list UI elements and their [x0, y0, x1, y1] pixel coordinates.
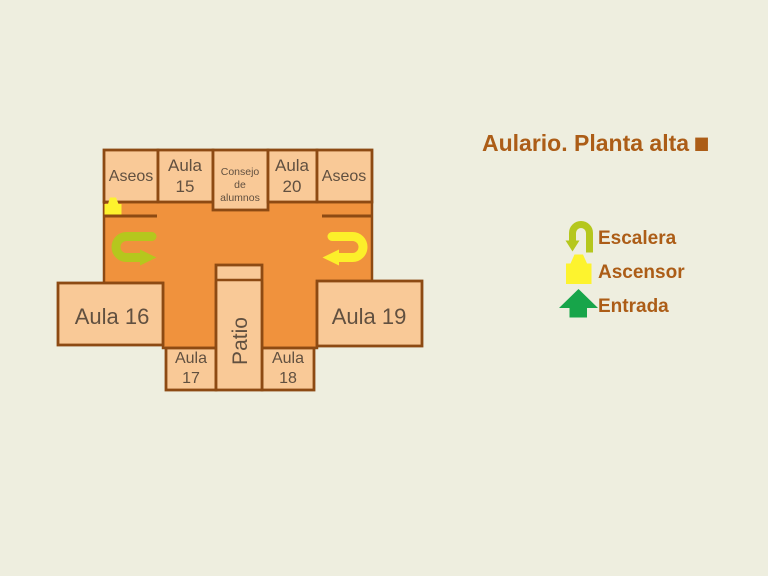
legend: Escalera Ascensor Entrada	[559, 221, 685, 318]
page-title: Aulario. Planta alta.	[482, 71, 714, 171]
room-aula-16: Aula 16	[56, 281, 165, 347]
room-aseos-right: Aseos	[315, 148, 374, 204]
room-aseos-right-label: Aseos	[322, 168, 366, 185]
room-aula-18-label2: 18	[279, 370, 297, 387]
legend-label-entrada: Entrada	[598, 296, 669, 317]
room-aula-19: Aula 19	[315, 279, 424, 348]
room-aula-18: Aula 18	[260, 346, 316, 392]
room-aseos-left-outline	[102, 148, 160, 204]
room-consejo-label3: alumnos	[220, 192, 260, 204]
room-consejo-outline	[211, 148, 270, 212]
elevator-icon	[566, 254, 592, 284]
room-aula-19-outline	[315, 279, 424, 348]
stairs-uturn-arrow-icon	[322, 232, 368, 266]
legend-item-ascensor: Ascensor	[566, 254, 685, 284]
room-aseos-left-label: Aseos	[109, 168, 153, 185]
room-aula-17-outline	[164, 346, 218, 392]
room-aula-18-label: Aula	[272, 350, 304, 367]
room-aula-19-label: Aula 19	[332, 304, 407, 329]
room-aseos-left: Aseos	[102, 148, 160, 204]
room-aula-16-outline	[56, 281, 165, 347]
room-aula-20-label: Aula	[275, 156, 310, 175]
room-aula-15: Aula 15	[156, 148, 215, 204]
room-aula-17-label2: 17	[182, 370, 200, 387]
room-aula-17-label: Aula	[175, 350, 207, 367]
room-consejo-label: Consejo	[221, 166, 260, 178]
elevator-icon	[104, 197, 122, 215]
page-title-end-period: .	[689, 71, 714, 171]
room-aula-15-label2: 15	[176, 177, 195, 196]
legend-label-ascensor: Ascensor	[598, 262, 685, 283]
stairs-left-arrowhead	[140, 249, 157, 266]
up-arrow-icon	[559, 289, 598, 318]
legend-stairs-curve	[569, 221, 593, 253]
stairs-uturn-arrow-icon	[565, 221, 593, 253]
room-aseos-right-outline	[315, 148, 374, 204]
room-patio-label: Patio	[229, 317, 252, 365]
legend-item-escalera: Escalera	[565, 221, 677, 253]
room-aula-16-label: Aula 16	[75, 304, 150, 329]
room-patio-outline	[214, 263, 264, 392]
room-aula-18-outline	[260, 346, 316, 392]
room-aula-20: Aula 20	[266, 148, 319, 204]
legend-stairs-arrowhead	[565, 240, 580, 252]
room-aula-17: Aula 17	[164, 346, 218, 392]
stairs-right-arrowhead	[322, 249, 339, 266]
stairs-left-arrow-curve	[111, 232, 157, 262]
legend-label-escalera: Escalera	[598, 228, 677, 249]
room-patio: Patio	[214, 263, 264, 392]
room-consejo-label2: de	[234, 179, 246, 191]
room-aula-15-label: Aula	[168, 156, 203, 175]
room-consejo-de-alumnos: Consejo de alumnos	[211, 148, 270, 212]
stairs-right-arrow-curve	[327, 232, 368, 262]
page-title-text: Aulario. Planta alta	[482, 130, 689, 156]
legend-item-entrada: Entrada	[559, 289, 669, 318]
stairs-uturn-arrow-icon	[111, 232, 157, 266]
room-aula-20-label2: 20	[283, 177, 302, 196]
